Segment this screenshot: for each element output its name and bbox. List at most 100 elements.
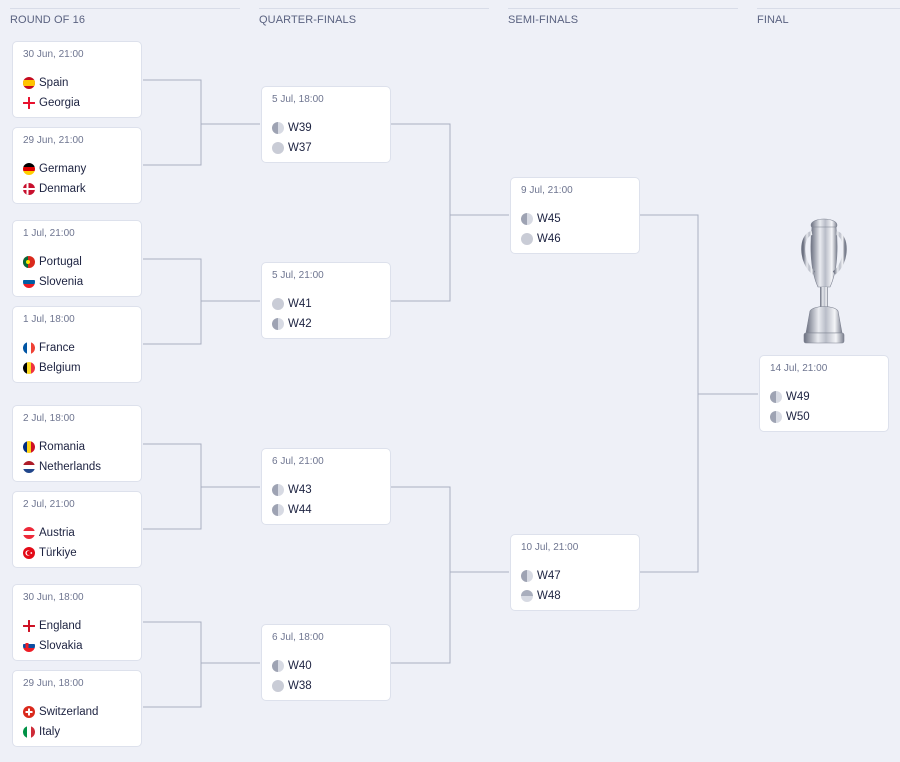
match-date: 29 Jun, 21:00 — [23, 135, 84, 146]
team-name: Slovenia — [39, 276, 84, 288]
placeholder-flag-icon — [272, 142, 284, 154]
georgia-flag-icon — [23, 97, 35, 109]
match-date: 5 Jul, 18:00 — [272, 94, 324, 105]
romania-flag-icon — [23, 441, 35, 453]
team-name: W40 — [288, 660, 312, 672]
austria-flag-icon — [23, 527, 35, 539]
team-row: Slovakia — [23, 638, 82, 654]
team-name: Germany — [39, 163, 87, 175]
team-name: Austria — [39, 527, 75, 539]
team-row: Spain — [23, 75, 68, 91]
placeholder-flag-icon — [272, 680, 284, 692]
match-date: 30 Jun, 18:00 — [23, 592, 84, 603]
match-date: 1 Jul, 21:00 — [23, 228, 75, 239]
team-name: W45 — [537, 213, 561, 225]
team-name: W42 — [288, 318, 312, 330]
team-name: W49 — [786, 391, 810, 403]
team-row: W38 — [272, 678, 312, 694]
team-row: France — [23, 340, 75, 356]
team-name: W44 — [288, 504, 312, 516]
team-name: W38 — [288, 680, 312, 692]
team-name: Portugal — [39, 256, 82, 268]
match-date: 10 Jul, 21:00 — [521, 542, 579, 553]
slovenia-flag-icon — [23, 276, 35, 288]
denmark-flag-icon — [23, 183, 35, 195]
match-card-r16-8[interactable]: 29 Jun, 18:00 Switzerland Italy — [12, 670, 142, 747]
match-card-r16-4[interactable]: 1 Jul, 18:00 France Belgium — [12, 306, 142, 383]
team-row: W40 — [272, 658, 312, 674]
team-row: W50 — [770, 409, 810, 425]
team-name: W41 — [288, 298, 312, 310]
match-card-r16-7[interactable]: 30 Jun, 18:00 England Slovakia — [12, 584, 142, 661]
team-name: W39 — [288, 122, 312, 134]
match-date: 29 Jun, 18:00 — [23, 678, 84, 689]
team-row: Switzerland — [23, 704, 98, 720]
match-card-final[interactable]: 14 Jul, 21:00 W49 W50 — [759, 355, 889, 432]
match-card-qf-2[interactable]: 5 Jul, 21:00 W41 W42 — [261, 262, 391, 339]
team-name: W48 — [537, 590, 561, 602]
match-card-sf-1[interactable]: 9 Jul, 21:00 W45 W46 — [510, 177, 640, 254]
placeholder-flag-icon — [521, 570, 533, 582]
team-name: Spain — [39, 77, 69, 89]
team-name: Switzerland — [39, 706, 99, 718]
team-row: W45 — [521, 211, 561, 227]
match-card-qf-4[interactable]: 6 Jul, 18:00 W40 W38 — [261, 624, 391, 701]
team-row: W48 — [521, 588, 561, 604]
netherlands-flag-icon — [23, 461, 35, 473]
match-card-r16-2[interactable]: 29 Jun, 21:00 Germany Denmark — [12, 127, 142, 204]
france-flag-icon — [23, 342, 35, 354]
placeholder-flag-icon — [521, 213, 533, 225]
team-name: France — [39, 342, 75, 354]
header-semi-finals: SEMI-FINALS — [508, 8, 738, 36]
team-row: W47 — [521, 568, 561, 584]
team-name: W43 — [288, 484, 312, 496]
slovakia-flag-icon — [23, 640, 35, 652]
team-row: W41 — [272, 296, 312, 312]
team-row: Türkiye — [23, 545, 77, 561]
team-row: Slovenia — [23, 274, 83, 290]
team-row: W49 — [770, 389, 810, 405]
header-round-of-16: ROUND OF 16 — [10, 8, 240, 36]
trophy-icon — [801, 218, 847, 344]
spain-flag-icon — [23, 77, 35, 89]
team-row: Belgium — [23, 360, 81, 376]
placeholder-flag-icon — [521, 233, 533, 245]
match-card-qf-3[interactable]: 6 Jul, 21:00 W43 W44 — [261, 448, 391, 525]
team-name: W47 — [537, 570, 561, 582]
germany-flag-icon — [23, 163, 35, 175]
team-name: W50 — [786, 411, 810, 423]
team-name: Türkiye — [39, 547, 77, 559]
placeholder-flag-icon — [272, 484, 284, 496]
team-name: Belgium — [39, 362, 81, 374]
team-name: Netherlands — [39, 461, 102, 473]
match-card-r16-1[interactable]: 30 Jun, 21:00 Spain Georgia — [12, 41, 142, 118]
match-card-r16-6[interactable]: 2 Jul, 21:00 Austria Türkiye — [12, 491, 142, 568]
belgium-flag-icon — [23, 362, 35, 374]
match-card-r16-5[interactable]: 2 Jul, 18:00 Romania Netherlands — [12, 405, 142, 482]
team-name: Denmark — [39, 183, 86, 195]
england-flag-icon — [23, 620, 35, 632]
team-name: Romania — [39, 441, 86, 453]
team-name: W46 — [537, 233, 561, 245]
team-row: Austria — [23, 525, 75, 541]
placeholder-flag-icon — [770, 391, 782, 403]
team-row: Denmark — [23, 181, 86, 197]
team-row: Netherlands — [23, 459, 101, 475]
turkiye-flag-icon — [23, 547, 35, 559]
header-quarter-finals: QUARTER-FINALS — [259, 8, 489, 36]
match-card-sf-2[interactable]: 10 Jul, 21:00 W47 W48 — [510, 534, 640, 611]
team-row: Portugal — [23, 254, 82, 270]
placeholder-flag-icon — [272, 504, 284, 516]
team-name: Italy — [39, 726, 61, 738]
match-date: 1 Jul, 18:00 — [23, 314, 75, 325]
team-name: Georgia — [39, 97, 80, 109]
team-row: England — [23, 618, 81, 634]
header-final: FINAL — [757, 8, 900, 36]
italy-flag-icon — [23, 726, 35, 738]
match-card-qf-1[interactable]: 5 Jul, 18:00 W39 W37 — [261, 86, 391, 163]
match-card-r16-3[interactable]: 1 Jul, 21:00 Portugal Slovenia — [12, 220, 142, 297]
match-date: 14 Jul, 21:00 — [770, 363, 828, 374]
team-name: England — [39, 620, 82, 632]
switzerland-flag-icon — [23, 706, 35, 718]
team-row: W37 — [272, 140, 312, 156]
